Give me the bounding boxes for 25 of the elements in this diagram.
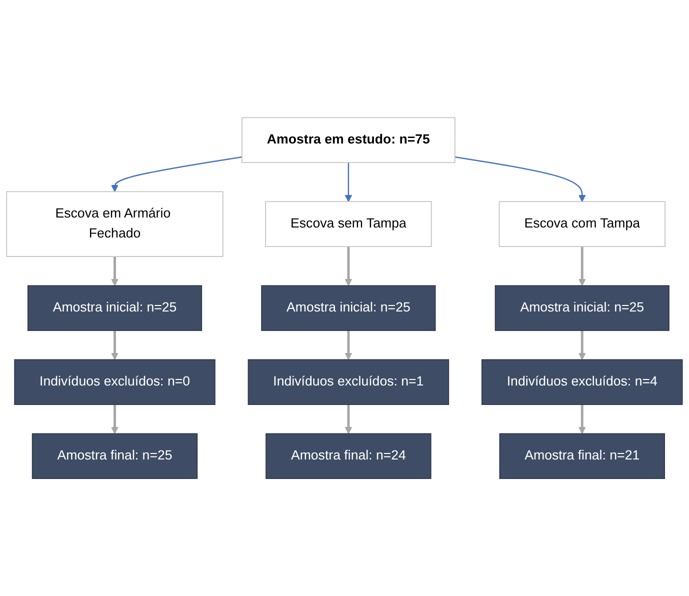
node-box: Indivíduos excluídos: n=0	[14, 359, 216, 405]
node-box: Amostra final: n=25	[32, 433, 198, 479]
arrow	[454, 156, 586, 202]
arrow	[344, 162, 352, 202]
node-box: Indivíduos excluídos: n=1	[248, 359, 450, 405]
node-box: Amostra inicial: n=25	[494, 285, 670, 331]
node-box: Indivíduos excluídos: n=4	[482, 359, 683, 405]
node-box: Escova em Armário Fechado	[6, 191, 224, 257]
arrow	[578, 330, 586, 360]
node-box: Escova com Tampa	[498, 201, 666, 247]
arrow	[344, 330, 352, 360]
node-box: Escova sem Tampa	[265, 201, 432, 247]
arrow	[578, 246, 586, 286]
node-box: Amostra final: n=24	[266, 433, 432, 479]
arrow	[111, 404, 118, 434]
arrow	[578, 404, 586, 434]
arrow	[344, 404, 352, 434]
arrow	[111, 330, 118, 360]
arrow	[344, 246, 352, 286]
node-box: Amostra inicial: n=25	[261, 285, 436, 331]
arrow	[111, 156, 242, 192]
arrow	[111, 256, 118, 286]
node-box: Amostra inicial: n=25	[27, 285, 202, 331]
node-box: Amostra em estudo: n=75	[242, 117, 456, 163]
node-box: Amostra final: n=21	[499, 433, 665, 479]
